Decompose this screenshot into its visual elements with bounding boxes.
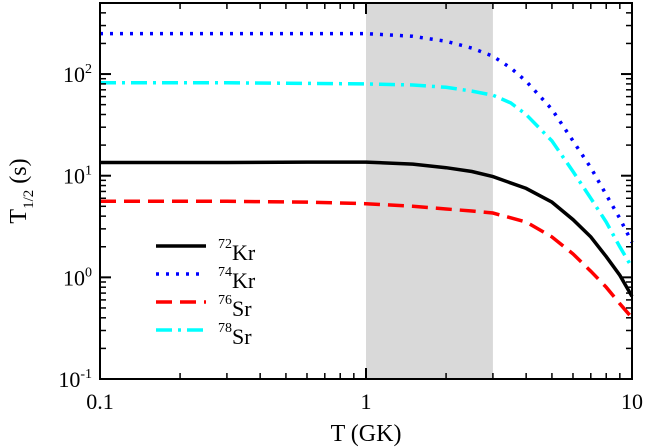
legend-label: 78Sr bbox=[218, 321, 252, 349]
x-tick-label: 1 bbox=[361, 389, 372, 414]
series-layer bbox=[100, 31, 634, 319]
shaded-region bbox=[366, 3, 493, 379]
shaded-region-layer bbox=[366, 3, 493, 379]
y-axis-label-unit: (s) bbox=[6, 158, 32, 189]
y-axis-label-sub: 1/2 bbox=[21, 190, 37, 209]
y-axis-label: T1/2 (s) bbox=[6, 158, 37, 223]
x-tick-label: 10 bbox=[621, 389, 643, 414]
x-axis-label: T (GK) bbox=[331, 421, 402, 447]
series-line-78sr bbox=[100, 81, 634, 269]
legend-label: 76Sr bbox=[218, 293, 252, 321]
series-line-76sr bbox=[100, 199, 634, 319]
y-tick-label: 100 bbox=[63, 265, 92, 290]
y-tick-label: 102 bbox=[63, 62, 92, 87]
y-tick-label: 10-1 bbox=[58, 367, 92, 392]
series-line-72kr bbox=[100, 160, 634, 298]
x-tick-label: 0.1 bbox=[86, 389, 114, 414]
y-axis-label-main: T bbox=[6, 209, 32, 224]
legend-label: 74Kr bbox=[218, 265, 256, 293]
y-tick-label: 101 bbox=[63, 164, 92, 189]
tick-layer: 0.1 1 10 10-1 100 101 102 bbox=[58, 2, 643, 414]
legend-label: 72Kr bbox=[218, 237, 256, 265]
series-line-74kr bbox=[100, 31, 634, 244]
